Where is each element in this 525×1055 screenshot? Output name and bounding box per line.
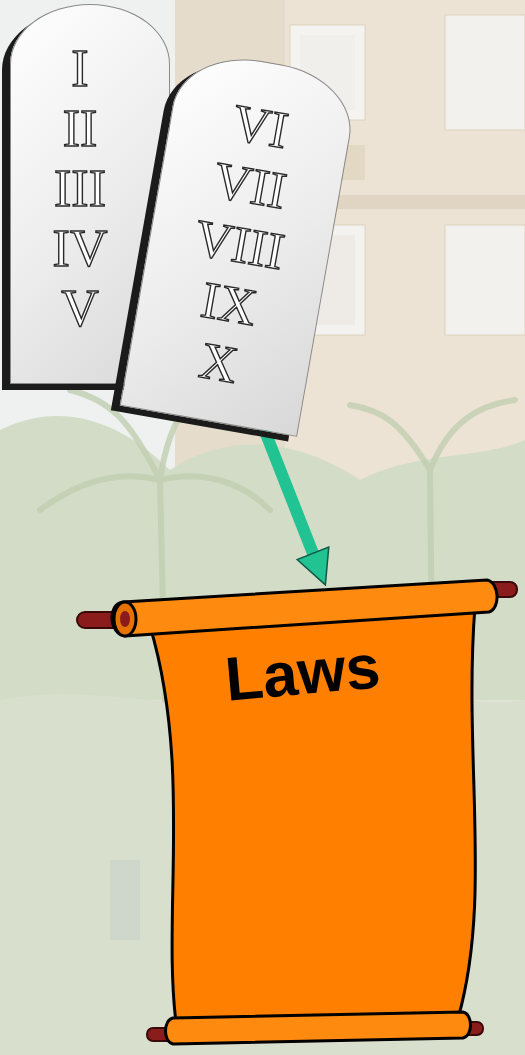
flow-arrow bbox=[264, 429, 318, 566]
scroll-title: Laws bbox=[222, 631, 383, 714]
law-scroll: Laws bbox=[75, 560, 520, 1050]
roman-numeral: I bbox=[11, 39, 149, 99]
roman-numeral: III bbox=[11, 159, 149, 219]
scroll-drawing bbox=[75, 560, 520, 1050]
roman-numeral: V bbox=[11, 279, 149, 339]
roman-numeral: IV bbox=[11, 219, 149, 279]
roman-numeral: II bbox=[11, 99, 149, 159]
stone-tablet: IIIIIIIVV bbox=[10, 4, 170, 384]
